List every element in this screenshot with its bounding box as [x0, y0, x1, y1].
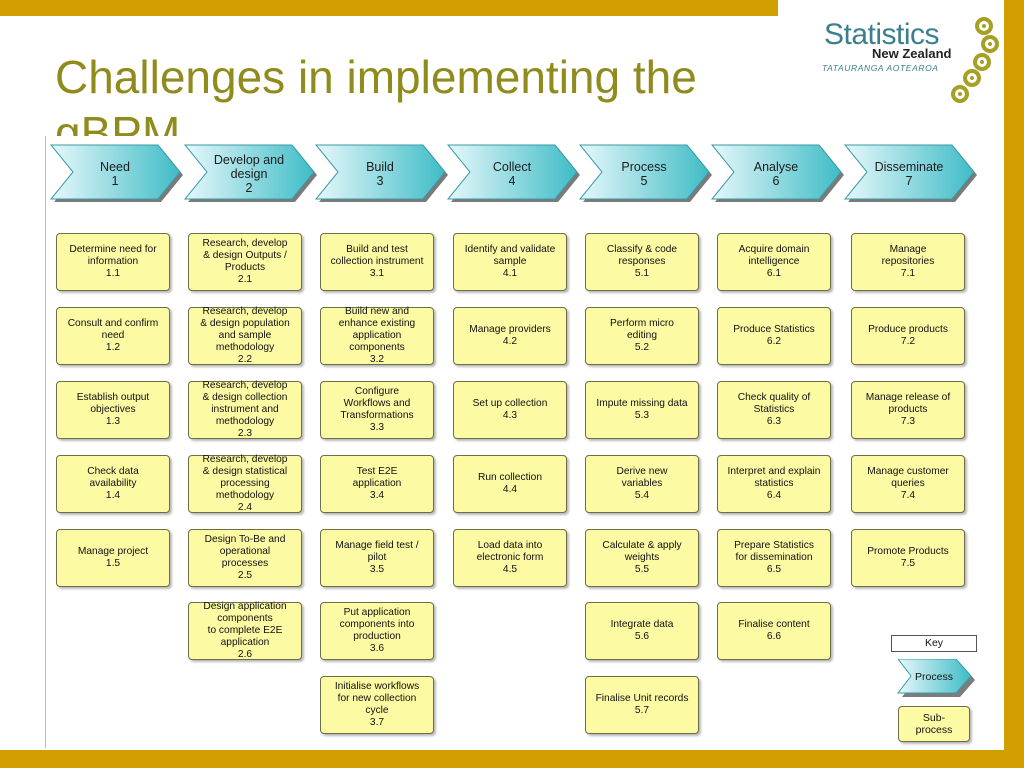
- phase-chevron-5: Process 5: [578, 144, 718, 204]
- slide-title: Challenges in implementing the gBPM: [55, 50, 697, 159]
- phase-label: Analyse 6: [753, 160, 799, 188]
- phase-label: Collect 4: [492, 160, 532, 188]
- subprocess-box: Finalise Unit records 5.7: [585, 676, 699, 734]
- subprocess-box: Interpret and explain statistics 6.4: [717, 455, 831, 513]
- subprocess-box: Research, develop & design population an…: [188, 306, 302, 365]
- chevron-arrow-icon: [49, 144, 183, 202]
- logo-maori: TATAURANGA AOTEAROA: [822, 63, 939, 73]
- subprocess-box: Research, develop & design collection in…: [188, 380, 302, 439]
- phase-label: Develop and design 2: [213, 153, 285, 195]
- stats-nz-logo: Statistics New Zealand TATAURANGA AOTEAR…: [818, 14, 1008, 114]
- subprocess-box: Acquire domain intelligence 6.1: [717, 233, 831, 291]
- subprocess-box: Build new and enhance existing applicati…: [320, 306, 434, 365]
- phase-chevron-1: Need 1: [49, 144, 189, 204]
- subprocess-box: Derive new variables 5.4: [585, 455, 699, 513]
- subprocess-box: Consult and confirm need 1.2: [56, 307, 170, 365]
- chevron-arrow-icon: [183, 144, 317, 202]
- subprocess-box: Perform micro editing 5.2: [585, 307, 699, 365]
- subprocess-box: Finalise content 6.6: [717, 602, 831, 660]
- phase-chevron-2: Develop and design 2: [183, 144, 323, 204]
- frame-bottom: [0, 750, 1024, 768]
- phase-chevron-3: Build 3: [314, 144, 454, 204]
- subprocess-box: Integrate data 5.6: [585, 602, 699, 660]
- logo-word: Statistics: [824, 18, 940, 51]
- chevron-arrow-icon: [578, 144, 712, 202]
- key-process-chevron-icon: [896, 659, 975, 697]
- chevron-arrow-icon: [710, 144, 844, 202]
- subprocess-box: Manage release of products 7.3: [851, 381, 965, 439]
- logo-country: New Zealand: [872, 46, 952, 61]
- gbpm-diagram: Key Process Sub- process Need 1 Determine…: [45, 136, 995, 748]
- subprocess-box: Design application components to complet…: [188, 601, 302, 660]
- subprocess-box: Manage project 1.5: [56, 529, 170, 587]
- subprocess-box: Identify and validate sample 4.1: [453, 233, 567, 291]
- chevron-arrow-icon: [446, 144, 580, 202]
- subprocess-box: Manage repositories 7.1: [851, 233, 965, 291]
- subprocess-box: Build and test collection instrument 3.1: [320, 233, 434, 291]
- key-process: Process: [896, 659, 976, 699]
- subprocess-box: Check quality of Statistics 6.3: [717, 381, 831, 439]
- phase-label: Disseminate 7: [874, 160, 944, 188]
- subprocess-box: Put application components into producti…: [320, 602, 434, 660]
- phase-label: Build 3: [366, 160, 394, 188]
- chevron-arrow-icon: [314, 144, 448, 202]
- phase-label: Process 5: [621, 160, 667, 188]
- subprocess-box: Produce products 7.2: [851, 307, 965, 365]
- logo-chain-icon: [951, 17, 999, 103]
- subprocess-box: Set up collection 4.3: [453, 381, 567, 439]
- subprocess-box: Load data into electronic form 4.5: [453, 529, 567, 587]
- subprocess-box: Produce Statistics 6.2: [717, 307, 831, 365]
- chevron-arrow-icon: [843, 144, 977, 202]
- key-subprocess: Sub- process: [898, 706, 970, 742]
- subprocess-box: Manage providers 4.2: [453, 307, 567, 365]
- subprocess-box: Manage field test / pilot 3.5: [320, 529, 434, 587]
- subprocess-box: Prepare Statistics for dissemination 6.5: [717, 529, 831, 587]
- subprocess-box: Design To-Be and operational processes 2…: [188, 529, 302, 587]
- phase-label: Need 1: [100, 160, 130, 188]
- frame-left: [0, 135, 45, 768]
- subprocess-box: Manage customer queries 7.4: [851, 455, 965, 513]
- subprocess-box: Calculate & apply weights 5.5: [585, 529, 699, 587]
- subprocess-box: Promote Products 7.5: [851, 529, 965, 587]
- subprocess-box: Establish output objectives 1.3: [56, 381, 170, 439]
- subprocess-box: Determine need for information 1.1: [56, 233, 170, 291]
- phase-chevron-6: Analyse 6: [710, 144, 850, 204]
- subprocess-box: Research, develop & design statistical p…: [188, 454, 302, 513]
- key-process-label: Process: [915, 671, 953, 683]
- subprocess-box: Configure Workflows and Transformations …: [320, 381, 434, 439]
- subprocess-box: Check data availability 1.4: [56, 455, 170, 513]
- title-bar: [0, 0, 778, 16]
- frame-right: [1004, 0, 1024, 768]
- subprocess-box: Research, develop & design Outputs / Pro…: [188, 233, 302, 291]
- phase-chevron-7: Disseminate 7: [843, 144, 983, 204]
- subprocess-box: Test E2E application 3.4: [320, 455, 434, 513]
- subprocess-box: Initialise workflows for new collection …: [320, 676, 434, 734]
- subprocess-box: Impute missing data 5.3: [585, 381, 699, 439]
- key-title: Key: [891, 635, 977, 652]
- subprocess-box: Classify & code responses 5.1: [585, 233, 699, 291]
- subprocess-box: Run collection 4.4: [453, 455, 567, 513]
- phase-chevron-4: Collect 4: [446, 144, 586, 204]
